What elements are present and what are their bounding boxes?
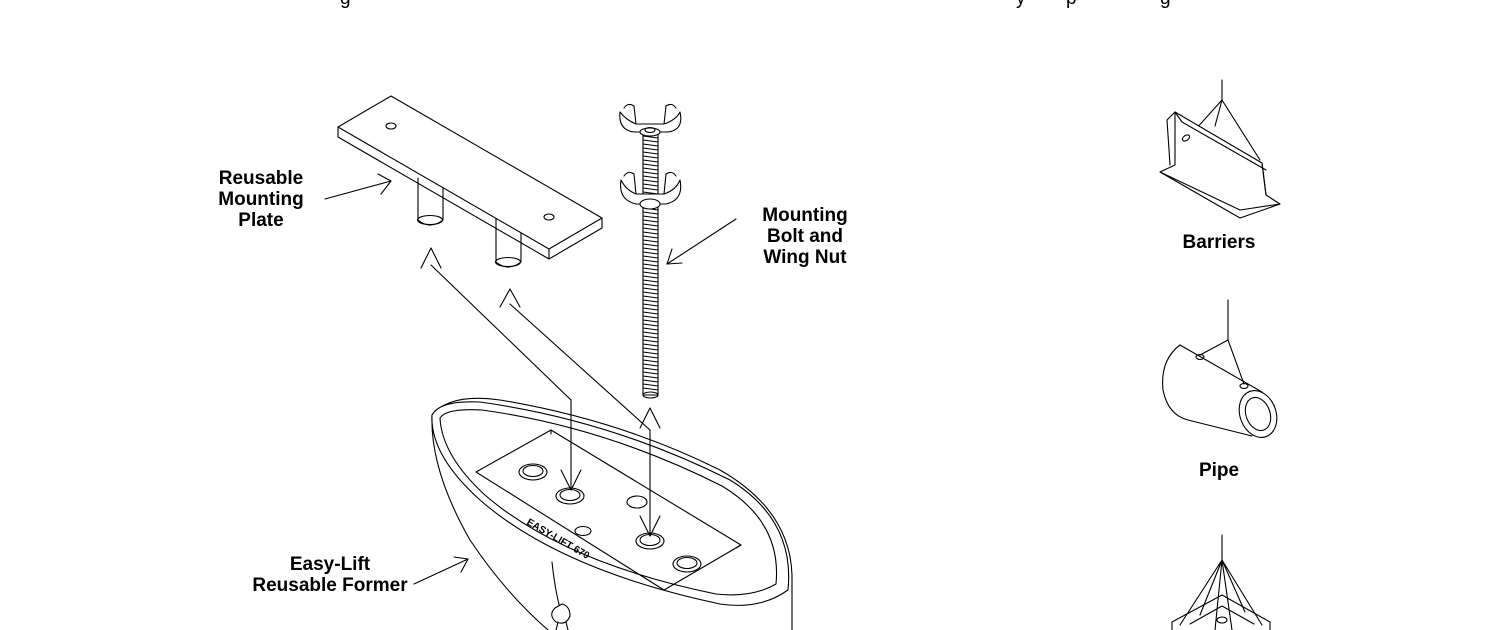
fragment-3: p: [1066, 0, 1077, 10]
label-line: Wing Nut: [763, 247, 847, 268]
label-line: Reusable Former: [252, 575, 408, 596]
fragment-4: g: [1160, 0, 1171, 10]
mounting-plate-label: Reusable Mounting Plate: [206, 168, 316, 231]
label-line: Easy-Lift: [289, 554, 371, 575]
barriers-label: Barriers: [1182, 232, 1256, 253]
mounting-plate: [338, 96, 602, 267]
mounting-bolt-and-wing-nut: [620, 104, 681, 398]
mounting-bolt-label: Mounting Bolt and Wing Nut: [750, 205, 860, 268]
label-line: Reusable: [218, 168, 304, 189]
fragment-2: y: [1016, 0, 1026, 10]
label-line: Plate: [238, 210, 284, 231]
box-culvert-illustration: [1172, 535, 1270, 630]
assembly-arrows: [325, 174, 736, 584]
barriers-illustration: [1160, 80, 1280, 218]
label-line: Bolt and: [767, 226, 843, 247]
label-line: Mounting: [762, 205, 848, 226]
label-line: Mounting: [218, 189, 304, 210]
fragment-1: g: [340, 0, 351, 10]
former-label: Easy-Lift Reusable Former: [240, 554, 420, 596]
pipe-label: Pipe: [1198, 460, 1240, 481]
easy-lift-former: [432, 398, 792, 630]
pipe-illustration: [1163, 300, 1284, 443]
